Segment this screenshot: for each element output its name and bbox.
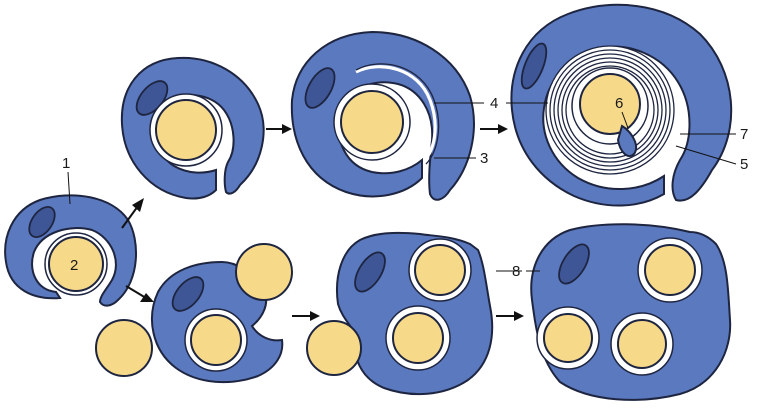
axon: [191, 315, 241, 365]
arrowhead: [132, 198, 144, 212]
stage-bottom-partial: [307, 233, 492, 394]
axon: [645, 245, 695, 295]
axon: [156, 100, 216, 160]
stage-top-engulfing: [122, 58, 264, 199]
axon: [341, 91, 403, 153]
arrowhead: [498, 124, 508, 134]
axon: [393, 313, 443, 363]
label-6: 6: [615, 95, 623, 112]
arrowhead: [514, 311, 524, 321]
arrowhead: [282, 124, 292, 134]
stage-top-wrapping: [292, 32, 474, 200]
label-7: 7: [740, 126, 748, 143]
axon: [236, 244, 292, 300]
stage-bottom-remak: [531, 224, 730, 400]
arrow-down: [126, 286, 146, 298]
label-5: 5: [740, 156, 748, 173]
axon: [96, 320, 152, 376]
axon: [307, 321, 361, 375]
axon: [544, 314, 592, 362]
label-1: 1: [62, 155, 70, 172]
arrowhead: [310, 311, 320, 321]
label-8: 8: [512, 263, 520, 280]
label-2: 2: [70, 257, 78, 274]
axon: [618, 320, 666, 368]
label-3: 3: [480, 150, 488, 167]
label-4: 4: [490, 95, 498, 112]
stage-initial-cell: [5, 195, 136, 305]
arrowhead: [140, 293, 154, 302]
axon: [580, 74, 640, 134]
axon: [415, 245, 465, 295]
